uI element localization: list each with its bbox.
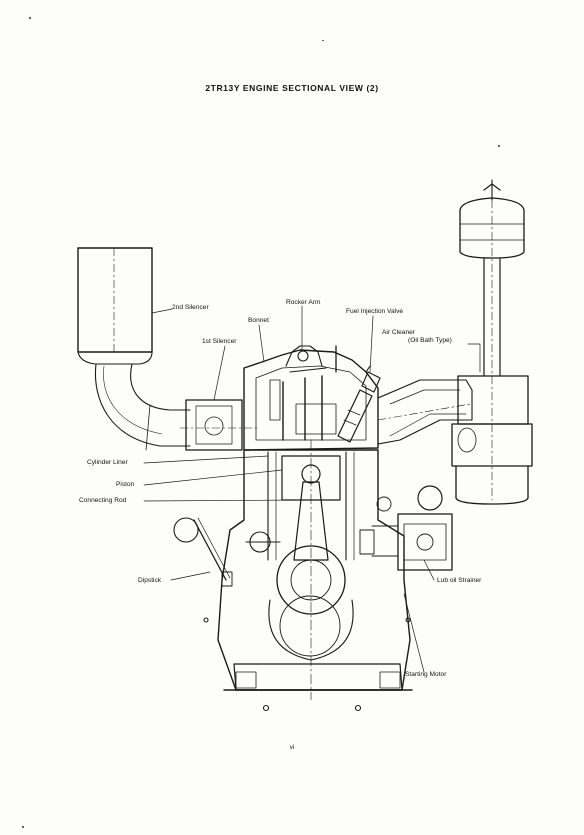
page-number: vi [289, 744, 295, 751]
first-silencer-drawing [179, 399, 261, 451]
second-silencer-drawing [77, 247, 191, 451]
label-starting-motor: Starting Motor [405, 671, 447, 678]
leader-lines [143, 305, 481, 673]
label-dipstick: Dipstick [138, 577, 162, 584]
label-connecting-rod: Connecting Rod [79, 497, 127, 504]
scan-speck [29, 17, 31, 19]
label-first-silencer: 1st Silencer [202, 338, 237, 345]
label-air-cleaner: Air Cleaner [382, 329, 415, 336]
connecting-rod-drawing [245, 481, 354, 661]
intake-duct-drawing [377, 379, 473, 445]
label-piston: Piston [116, 481, 135, 488]
scan-speck [22, 826, 24, 828]
cylinder-block-drawing [217, 439, 411, 701]
label-rocker-arm: Rocker Arm [286, 299, 321, 306]
label-second-silencer: 2nd Silencer [172, 304, 209, 311]
page-title: 2TR13Y ENGINE SECTIONAL VIEW (2) [205, 83, 379, 93]
starting-motor-drawing [359, 485, 453, 571]
air-cleaner-drawing [451, 179, 533, 505]
label-oil-bath-type: (Oil Bath Type) [408, 337, 452, 344]
cylinder-head-drawing [243, 345, 379, 451]
dipstick-drawing [173, 517, 233, 587]
fuel-injection-valve-drawing [337, 365, 381, 443]
label-bonnet: Bonnet [248, 317, 269, 324]
label-lub-oil-strainer: Lub oil Strainer [437, 577, 482, 584]
oil-pan-drawing [203, 617, 413, 712]
label-cylinder-liner: Cylinder Liner [87, 459, 128, 466]
label-fuel-injection-valve: Fuel Injection Valve [346, 308, 404, 315]
scan-speck [322, 40, 324, 41]
scan-speck [498, 145, 500, 147]
